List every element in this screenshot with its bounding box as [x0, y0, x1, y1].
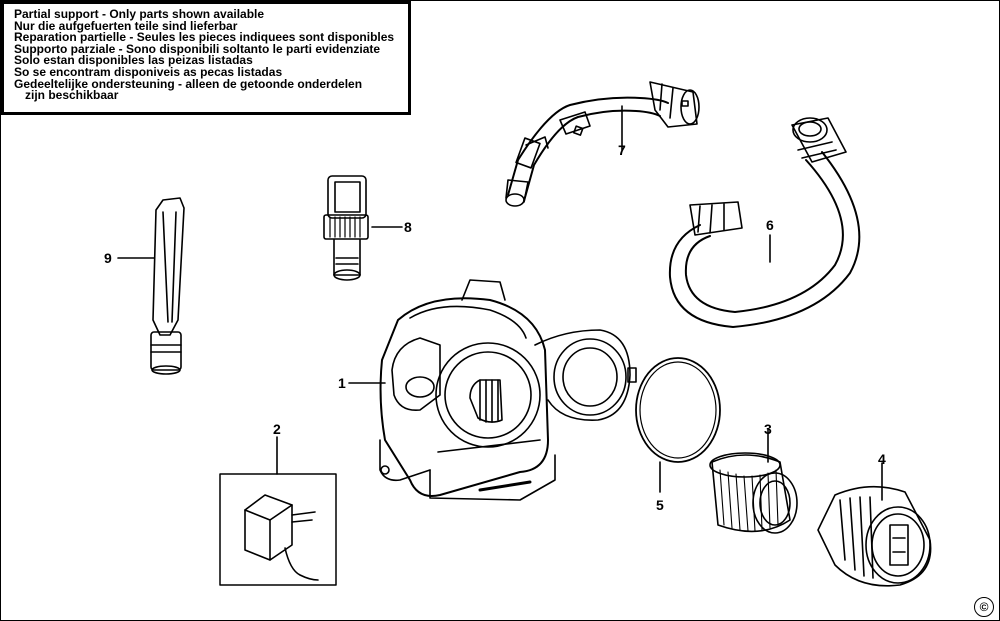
seal-ring-icon: [635, 357, 721, 463]
pleated-filter-icon: [709, 452, 798, 534]
brush-tool-icon: [323, 175, 369, 281]
part-number-3: 3: [764, 421, 772, 437]
notice-line: Partial support - Only parts shown avail…: [14, 7, 265, 21]
charger-adapter-icon: [244, 494, 319, 581]
copyright-icon: ©: [974, 597, 994, 617]
part-number-1: 1: [338, 375, 346, 391]
charger-frame: [219, 473, 337, 586]
crevice-tool-icon: [150, 197, 185, 375]
notice-line: Supporto parziale - Sono disponibili sol…: [14, 41, 381, 56]
availability-notice: Partial support - Only parts shown avail…: [1, 1, 411, 115]
notice-line: Gedeeltelijke ondersteuning - alleen de …: [14, 76, 363, 91]
notice-line: So se encontram disponiveis as pecas lis…: [14, 64, 283, 79]
part-number-5: 5: [656, 497, 664, 513]
notice-line: Nur die aufgefuerten teile sind lieferba…: [14, 18, 238, 33]
part-number-8: 8: [404, 219, 412, 235]
part-number-2: 2: [273, 421, 281, 437]
filter-cartridge-icon: [817, 485, 932, 587]
part-number-7: 7: [618, 142, 626, 158]
notice-line: Reparation partielle - Seules les pieces…: [14, 30, 395, 45]
part-number-9: 9: [104, 250, 112, 266]
part-number-4: 4: [878, 451, 886, 467]
notice-line: Solo estan disponibles las peizas listad…: [14, 53, 253, 68]
vacuum-body-icon: [379, 279, 637, 501]
flexible-hose-icon: [668, 117, 861, 328]
part-number-6: 6: [766, 217, 774, 233]
notice-line: zijn beschikbaar: [25, 88, 119, 103]
extension-wand-icon: [505, 81, 700, 207]
